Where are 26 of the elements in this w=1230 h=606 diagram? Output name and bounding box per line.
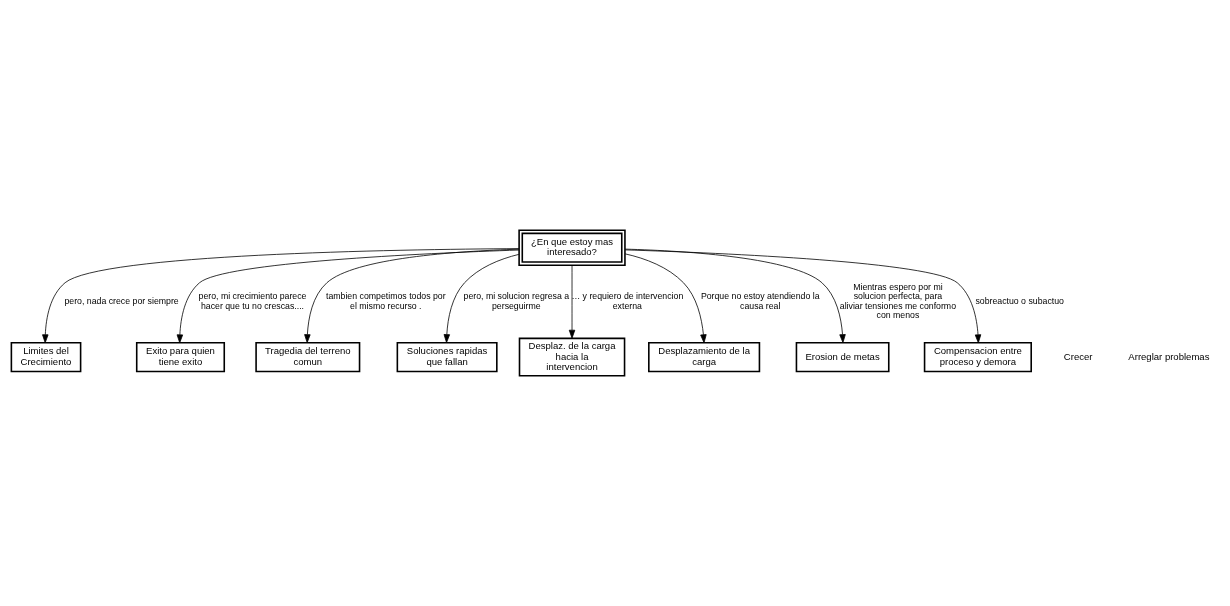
label: Arreglar problemas — [1128, 350, 1210, 362]
arrow — [304, 248, 520, 343]
node-box: Soluciones rapidas que fallan — [396, 342, 498, 373]
edge-label: Mientras espero por mi solucion perfecta, para aliviar tensiones me conformo con menos — [839, 281, 957, 321]
node-box: Desplaz. de la carga hacia la intervencion — [518, 337, 626, 377]
arrow — [176, 249, 520, 344]
node-box: Compensacion entre proceso y demora — [923, 342, 1032, 373]
edge-label: Porque no estoy atendiendo la causa real — [700, 291, 820, 311]
edge-label: pero, nada crece por siempre — [64, 296, 179, 307]
arrow — [42, 248, 520, 344]
node-box: Limites del Crecimiento — [10, 342, 82, 373]
label: Crecer — [1063, 350, 1093, 362]
node-box: Desplazamiento de la carga — [648, 342, 761, 373]
edge-label: tambien competimos todos por el mismo recurso . — [325, 291, 446, 311]
edge-label: pero, mi solucion regresa a perseguirme — [463, 291, 570, 311]
edge-label: … y requiero de intervencion externa — [571, 291, 684, 311]
arrow — [443, 253, 520, 343]
arrow — [624, 253, 707, 344]
node-box: Tragedia del terreno comun — [255, 342, 361, 373]
arrow — [624, 249, 982, 344]
edge-label: pero, mi crecimiento parece hacer que tu no crescas.... — [198, 291, 307, 311]
edge-label: sobreactuo o subactuo — [975, 296, 1064, 307]
arrow — [624, 248, 846, 343]
arrow — [568, 264, 576, 339]
node-box: Erosion de metas — [795, 342, 890, 373]
node-box: Exito para quien tiene exito — [135, 342, 226, 373]
